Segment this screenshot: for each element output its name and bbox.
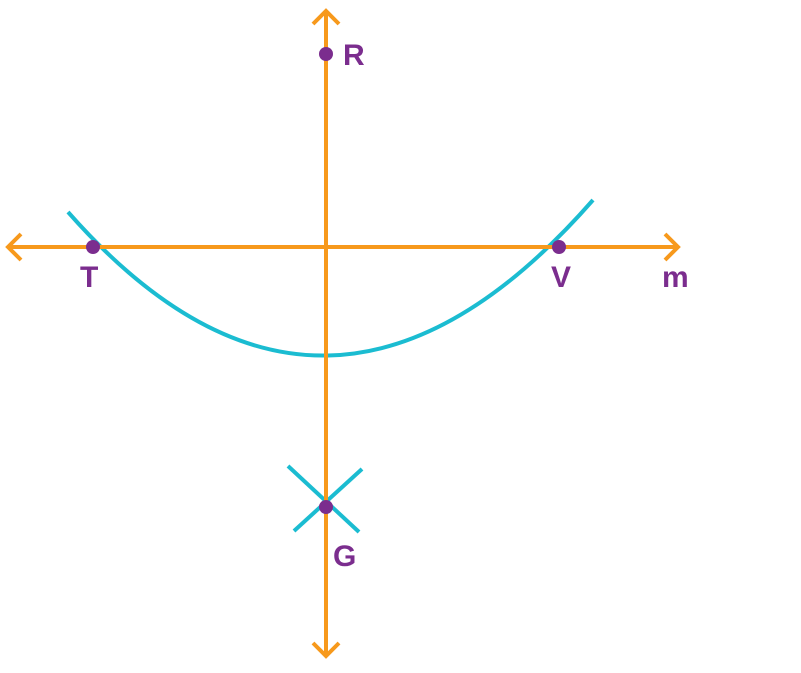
line-m-right-arrowhead — [663, 232, 681, 262]
point-v — [552, 240, 566, 254]
perpendicular-bottom-arrowhead — [311, 641, 341, 659]
cross-arc-left — [286, 464, 361, 534]
line-m-left-arrowhead — [5, 232, 23, 262]
line-m — [5, 232, 681, 262]
perpendicular-top-arrowhead — [311, 8, 341, 26]
point-g — [319, 500, 333, 514]
label-m: m — [662, 261, 689, 294]
point-t — [86, 240, 100, 254]
arc-through-t-and-v — [66, 198, 595, 358]
label-v: V — [551, 261, 571, 294]
label-g: G — [333, 540, 356, 573]
label-r: R — [343, 39, 365, 72]
perpendicular-line — [311, 8, 341, 659]
label-t: T — [80, 261, 98, 294]
point-r — [319, 47, 333, 61]
